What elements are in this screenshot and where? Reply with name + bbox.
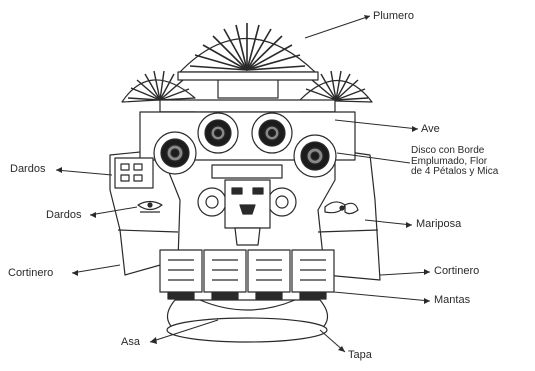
- label-dardos-lower: Dardos: [46, 210, 81, 221]
- label-disco: Disco con Borde Emplumado, Flor de 4 Pét…: [411, 146, 501, 178]
- label-cortinero-left: Cortinero: [8, 268, 53, 279]
- label-plumero: Plumero: [373, 11, 414, 22]
- label-mantas: Mantas: [434, 295, 470, 306]
- label-asa: Asa: [121, 337, 140, 348]
- label-cortinero-right: Cortinero: [434, 266, 479, 277]
- label-tapa: Tapa: [348, 350, 372, 361]
- label-dardos-top: Dardos: [10, 164, 45, 175]
- plumero-fan: [178, 23, 318, 98]
- label-ave: Ave: [421, 124, 440, 135]
- label-mariposa: Mariposa: [416, 219, 461, 230]
- mantas-panels: [160, 250, 334, 299]
- central-face: [198, 165, 296, 245]
- tapa-base: [167, 300, 328, 342]
